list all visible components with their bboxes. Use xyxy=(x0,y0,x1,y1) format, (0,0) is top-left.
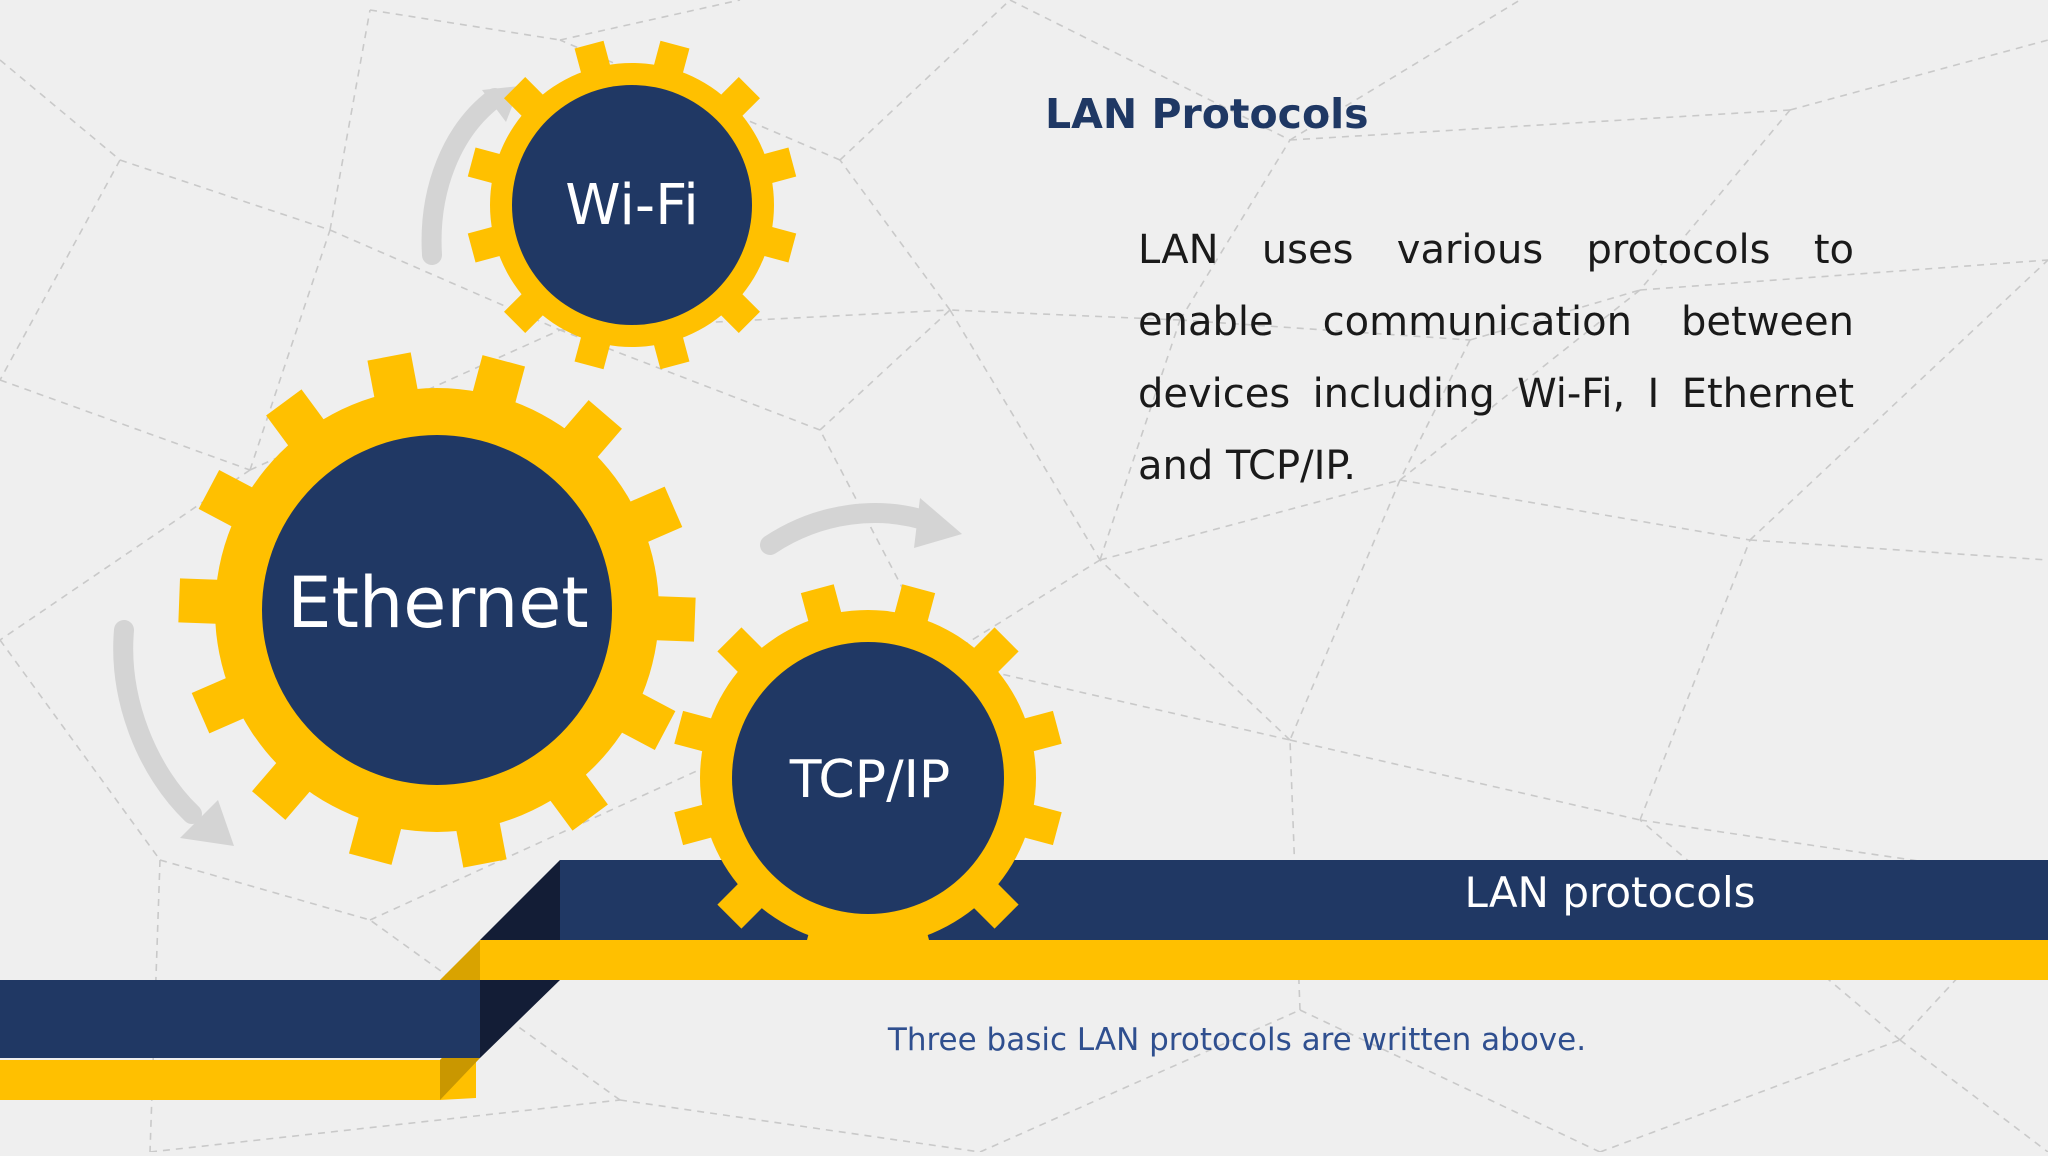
background-line xyxy=(559,0,741,41)
wifi-gear xyxy=(467,40,797,370)
gear-label-wifi: Wi-Fi xyxy=(565,173,699,238)
ribbon-fold-gold xyxy=(440,940,480,980)
background-line xyxy=(979,1009,1301,1153)
background-line xyxy=(1289,739,1641,821)
background-line xyxy=(1099,559,1291,741)
curved-arrow-right xyxy=(760,503,940,555)
gear-label-ethernet: Ethernet xyxy=(287,562,589,644)
background-line xyxy=(1639,259,2048,291)
background-line xyxy=(1099,319,1181,561)
background-line xyxy=(949,309,1101,561)
ribbon-right-gold xyxy=(480,940,2048,980)
background-line xyxy=(1009,0,1291,141)
arrow-head-left xyxy=(180,800,234,846)
background-line xyxy=(1289,0,1521,141)
background-line xyxy=(1639,539,1751,821)
background-line xyxy=(819,309,951,431)
gear-label-tcpip: TCP/IP xyxy=(789,750,951,810)
background-line xyxy=(149,1099,621,1153)
ribbon-left-gold xyxy=(0,1020,476,1100)
gear-hub xyxy=(732,642,1004,914)
body-text: LAN uses various protocols to enable com… xyxy=(1138,227,1854,489)
curved-arrow-left xyxy=(113,620,202,824)
background-line xyxy=(159,859,371,921)
background-line xyxy=(1399,339,1471,481)
background-line xyxy=(369,9,561,41)
background-line xyxy=(119,159,331,231)
background-line xyxy=(0,59,121,161)
background-line xyxy=(1599,1039,1901,1153)
background-line xyxy=(0,469,251,641)
slide-title: LAN Protocols xyxy=(1045,90,1369,138)
background-line xyxy=(619,1099,981,1153)
background-line xyxy=(0,159,121,381)
background-line xyxy=(329,9,371,231)
ribbon-left-navy xyxy=(0,980,480,1058)
caption: Three basic LAN protocols are written ab… xyxy=(887,1022,1587,1058)
tcpip-gear xyxy=(674,584,1062,972)
background-line xyxy=(1289,479,1401,741)
background-line xyxy=(1899,1039,2048,1153)
background-line xyxy=(0,379,251,471)
banner-label: LAN protocols xyxy=(1464,868,1756,917)
background-line xyxy=(1639,109,1791,291)
background-line xyxy=(839,159,951,311)
arrow-head-right xyxy=(914,498,962,548)
background-line xyxy=(249,229,331,471)
background-line xyxy=(1179,319,1471,341)
background-line xyxy=(1299,1009,1601,1153)
curved-arrow-top xyxy=(421,88,505,265)
background-line xyxy=(1789,39,2048,111)
background-line xyxy=(1289,109,1791,141)
background-line xyxy=(1749,259,2048,541)
background-line xyxy=(1179,139,1291,321)
gear-hub xyxy=(512,85,752,325)
gear-hub xyxy=(262,435,612,785)
background-line xyxy=(1749,539,2048,561)
ethernet-gear xyxy=(178,352,696,868)
background-line xyxy=(1469,289,1641,341)
background-line xyxy=(0,639,161,861)
background-line xyxy=(939,659,1291,741)
